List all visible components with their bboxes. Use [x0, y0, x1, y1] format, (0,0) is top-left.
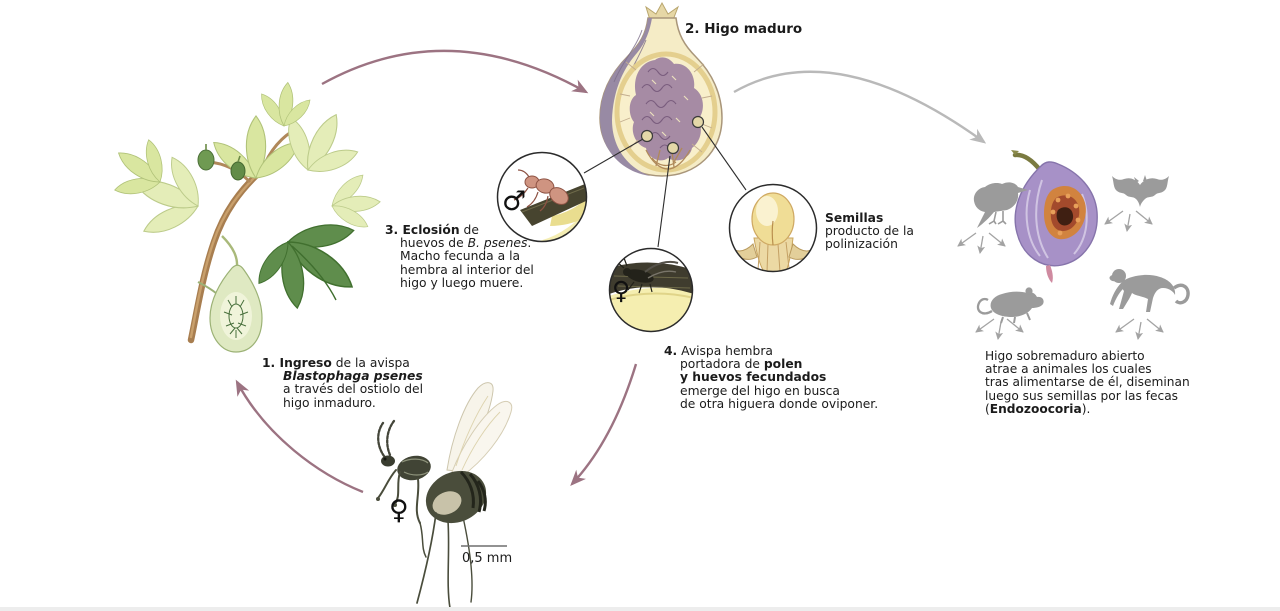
dispersal-arrows-bird — [958, 233, 1005, 253]
monkey-silhouette-icon — [1109, 269, 1190, 312]
seeds-callout-text: Semillas producto de la polinización — [825, 211, 914, 252]
cycle-arrow-fig-to-animals — [733, 70, 987, 144]
fig-maduro-label: 2. Higo maduro — [685, 21, 803, 37]
dispersal-note-text: Higo sobremaduro abierto atrae a animale… — [985, 349, 1190, 416]
female-symbol-inset: ♀ — [612, 276, 631, 305]
female-wasp-inset — [608, 247, 694, 333]
dispersal-arrows-bat — [1105, 211, 1152, 231]
cycle-arrow-to-wasp — [570, 363, 638, 486]
step4-text: 4. Avispa hembra portadora de polen y hu… — [664, 344, 879, 411]
male-wasp-inset — [496, 151, 588, 243]
dispersal-arrows-rat — [976, 319, 1023, 339]
step3-text: 3. Eclosión de huevos de B. psenes. Mach… — [385, 223, 534, 290]
bat-silhouette-icon — [1112, 175, 1169, 207]
male-symbol: ♂ — [502, 186, 527, 217]
overripe-fig-illustration — [1011, 150, 1098, 283]
bird-silhouette-icon — [973, 182, 1028, 228]
dispersal-arrows-monkey — [1116, 319, 1163, 339]
bottom-edge-band — [0, 607, 1280, 611]
fig-branch-illustration — [112, 81, 382, 353]
female-wasp-illustration — [376, 382, 513, 609]
mature-fig-illustration — [599, 1, 723, 177]
step1-text: 1. Ingreso de la avispa Blastophaga psen… — [262, 356, 424, 410]
cycle-arrow-wasp-to-branch — [235, 379, 364, 494]
seeds-inset — [728, 183, 818, 273]
scale-bar-label: 0,5 mm — [462, 551, 513, 566]
callout-lines — [583, 126, 747, 248]
cycle-arrow-branch-to-fig — [321, 49, 589, 94]
rat-silhouette-icon — [976, 287, 1044, 324]
female-symbol-specimen: ♀ — [389, 495, 409, 526]
